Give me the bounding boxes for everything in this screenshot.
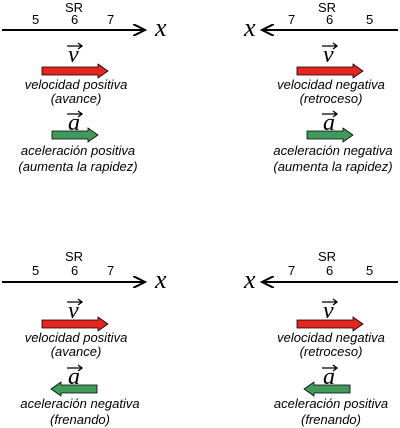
tick-label: 7 — [107, 263, 114, 278]
acceleration-caption-detail: (aumenta la rapidez) — [273, 159, 392, 174]
acceleration-symbol: a — [68, 110, 80, 136]
panel-bottom-left: SR 5 6 7 x v velocidad positiva (avance)… — [2, 249, 167, 427]
velocity-caption-detail: (avance) — [51, 91, 102, 106]
velocity-caption-detail: (retroceso) — [300, 344, 363, 359]
tick-label: 6 — [71, 12, 78, 27]
acceleration-symbol: a — [323, 110, 335, 136]
tick-label: 5 — [32, 12, 39, 27]
velocity-arrow — [41, 316, 109, 332]
acceleration-caption: aceleración positiva — [21, 143, 135, 158]
tick-label: 7 — [107, 12, 114, 27]
acceleration-arrow — [50, 381, 98, 397]
velocity-arrow — [41, 63, 109, 79]
velocity-caption: velocidad positiva — [25, 77, 128, 92]
acceleration-symbol: a — [323, 364, 335, 390]
acceleration-symbol: a — [68, 364, 80, 390]
vector-arrow-icon — [67, 364, 84, 372]
acceleration-arrow — [306, 127, 354, 143]
vector-arrow-icon — [322, 298, 339, 306]
tick-label: 7 — [288, 263, 295, 278]
tick-label: 6 — [326, 263, 333, 278]
velocity-caption-detail: (avance) — [51, 344, 102, 359]
vector-arrow-icon — [67, 42, 84, 50]
axis-symbol: x — [243, 265, 256, 294]
velocity-symbol: v — [323, 298, 334, 324]
acceleration-caption-detail: (aumenta la rapidez) — [18, 159, 137, 174]
velocity-symbol: v — [68, 42, 79, 68]
vector-arrow-icon — [67, 110, 84, 118]
tick-label: 5 — [32, 263, 39, 278]
acceleration-caption: aceleración negativa — [273, 143, 392, 158]
velocity-symbol: v — [68, 298, 79, 324]
tick-label: 6 — [71, 263, 78, 278]
acceleration-caption: aceleración positiva — [274, 396, 388, 411]
velocity-caption: velocidad negativa — [277, 330, 385, 345]
acceleration-caption-detail: (frenando) — [50, 412, 110, 427]
panel-top-right: SR 7 6 5 x v velocidad negativa (retroce… — [243, 0, 398, 174]
vector-arrow-icon — [322, 110, 339, 118]
panel-bottom-right: SR 7 6 5 x v velocidad negativa (retroce… — [243, 249, 398, 427]
panel-top-left: SR 5 6 7 x v velocidad positiva (avance)… — [2, 0, 167, 174]
vector-arrow-icon — [67, 298, 84, 306]
frame-label: SR — [318, 0, 336, 15]
frame-label: SR — [65, 249, 83, 264]
tick-label: 7 — [288, 12, 295, 27]
vector-arrow-icon — [322, 364, 339, 372]
tick-label: 6 — [326, 12, 333, 27]
axis-symbol: x — [154, 13, 167, 42]
frame-label: SR — [65, 0, 83, 15]
acceleration-arrow — [51, 127, 99, 143]
vector-arrow-icon — [322, 42, 339, 50]
frame-label: SR — [318, 249, 336, 264]
velocity-arrow — [296, 316, 364, 332]
velocity-caption: velocidad positiva — [25, 330, 128, 345]
velocity-arrow — [296, 63, 364, 79]
velocity-caption: velocidad negativa — [277, 77, 385, 92]
acceleration-caption-detail: (frenando) — [301, 412, 361, 427]
tick-label: 5 — [366, 12, 373, 27]
velocity-caption-detail: (retroceso) — [300, 91, 363, 106]
tick-label: 5 — [366, 263, 373, 278]
axis-symbol: x — [154, 265, 167, 294]
acceleration-arrow — [303, 381, 351, 397]
axis-symbol: x — [243, 13, 256, 42]
acceleration-caption: aceleración negativa — [20, 396, 139, 411]
velocity-symbol: v — [323, 42, 334, 68]
